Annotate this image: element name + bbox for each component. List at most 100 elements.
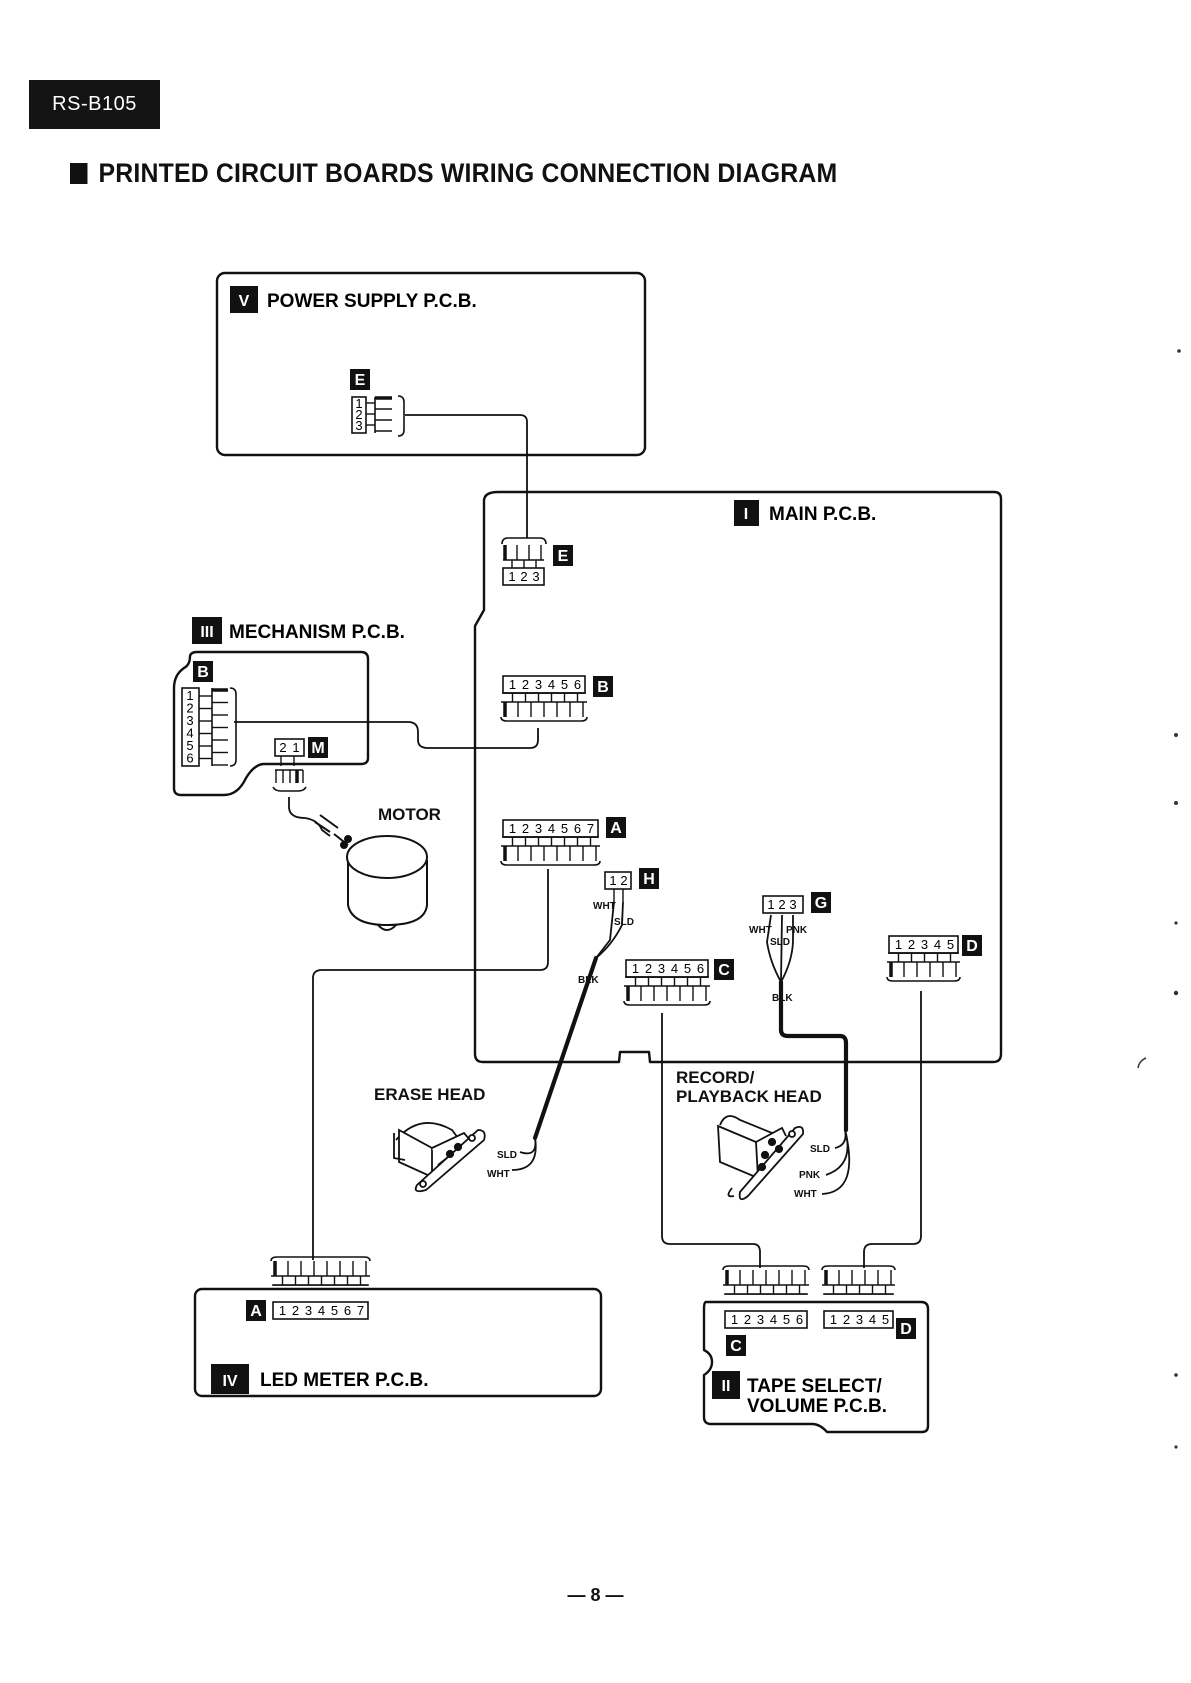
svg-text:2: 2: [186, 701, 193, 716]
g-sld-label: SLD: [770, 937, 790, 948]
pin-label: 3: [757, 1312, 764, 1327]
connector-b-badge: [193, 661, 213, 682]
connector-m-letter: M: [311, 740, 324, 757]
pin-label: 6: [574, 821, 581, 836]
g-blk-label: BLK: [772, 993, 793, 1004]
pin-label: 5: [783, 1312, 790, 1327]
h-wht-label: WHT: [593, 901, 616, 912]
pin-label: 5: [684, 961, 691, 976]
connector-b-letter: B: [197, 664, 209, 681]
board-numeral-badge: [192, 617, 222, 644]
mechanism-board-label: MECHANISM P.C.B.: [229, 622, 405, 643]
pin-label: 3: [305, 1303, 312, 1318]
erase-sld-label: SLD: [497, 1150, 517, 1161]
main-board-numeral: I: [744, 506, 748, 523]
pin-label: 3: [921, 937, 928, 952]
wire-rp-sld: [834, 1129, 847, 1149]
wire-c: [661, 1013, 761, 1268]
svg-text:4: 4: [186, 726, 193, 741]
pin-label: 1: [895, 937, 902, 952]
connector-g-letter: G: [815, 895, 827, 912]
power-supply-board: [215, 271, 647, 457]
wire-d: [863, 991, 922, 1268]
pin-label: 7: [587, 821, 594, 836]
connector-c-badge: [726, 1335, 746, 1356]
pin-label: 4: [671, 961, 678, 976]
pin-label: 4: [934, 937, 941, 952]
pin-label: 2: [522, 677, 529, 692]
connector-e-badge: [350, 369, 370, 390]
tape-board-label-1: TAPE SELECT/: [747, 1376, 882, 1397]
rp-wht-label: WHT: [794, 1189, 817, 1200]
g-wht-label: WHT: [749, 925, 772, 936]
pin-label: 7: [357, 1303, 364, 1318]
connector-h-letter: H: [643, 871, 655, 888]
pin-label: 3: [856, 1312, 863, 1327]
page-title-text: PRINTED CIRCUIT BOARDS WIRING CONNECTION…: [98, 158, 838, 188]
wire-g-pnk: [780, 915, 794, 983]
tape-select-board: [702, 1300, 930, 1434]
board-numeral-badge: [712, 1371, 740, 1399]
connector-d-badge: [896, 1318, 916, 1339]
bullet-square-icon: [70, 163, 88, 184]
connector-e-letter: E: [558, 548, 569, 565]
pin-label: 1: [830, 1312, 837, 1327]
led-board-label: LED METER P.C.B.: [260, 1370, 429, 1391]
pin-label: 3: [658, 961, 665, 976]
svg-text:3: 3: [355, 418, 362, 433]
rp-pnk-label: PNK: [799, 1170, 821, 1181]
pin-label: 1: [731, 1312, 738, 1327]
connector-a-badge: [606, 817, 626, 838]
svg-text:5: 5: [186, 738, 193, 753]
svg-text:6: 6: [186, 751, 193, 766]
connector-a-badge: [246, 1300, 266, 1321]
wire-erase-sld: [519, 1137, 537, 1155]
wire-h-wht: [595, 901, 615, 959]
blk-erase-cable: [532, 955, 599, 1141]
svg-text:1: 1: [508, 569, 515, 584]
connector-b-letter: B: [597, 679, 609, 696]
erase-head-label: ERASE HEAD: [374, 1085, 485, 1104]
mechanism-board: [172, 650, 370, 797]
connector-d-badge: [962, 935, 982, 956]
connector-e-badge: [553, 545, 573, 566]
connector-a-letter: A: [250, 1303, 262, 1320]
pin-label: 1: [279, 1303, 286, 1318]
svg-text:1: 1: [186, 688, 193, 703]
pin-label: 6: [344, 1303, 351, 1318]
pin-label: 4: [770, 1312, 777, 1327]
pin-label: 3: [535, 677, 542, 692]
pin-label: 1: [632, 961, 639, 976]
wire-h-sld: [595, 901, 624, 959]
erase-head-icon: [393, 1122, 486, 1193]
connector-h-badge: [639, 868, 659, 889]
blk-rp-cable: [778, 979, 849, 1133]
svg-text:1: 1: [355, 396, 362, 411]
pin-label: 5: [947, 937, 954, 952]
board-numeral-badge: [230, 286, 258, 313]
board-numeral-badge: [734, 500, 759, 526]
connector-e-letter: E: [355, 372, 366, 389]
pin-label: 2: [843, 1312, 850, 1327]
wire-motor: [288, 797, 331, 837]
g-pnk-label: PNK: [786, 925, 808, 936]
connector-c-letter: C: [718, 962, 730, 979]
svg-text:3: 3: [789, 897, 796, 912]
rp-head-label-1: RECORD/: [676, 1068, 755, 1087]
connector-d-letter: D: [900, 1321, 912, 1338]
led-meter-board: [193, 1287, 603, 1398]
pin-label: 5: [331, 1303, 338, 1318]
model-tag: RS-B105: [29, 80, 160, 129]
pin-label: 2: [522, 821, 529, 836]
pin-label: 5: [561, 821, 568, 836]
led-board-numeral: IV: [222, 1373, 237, 1390]
pin-label: 4: [318, 1303, 325, 1318]
